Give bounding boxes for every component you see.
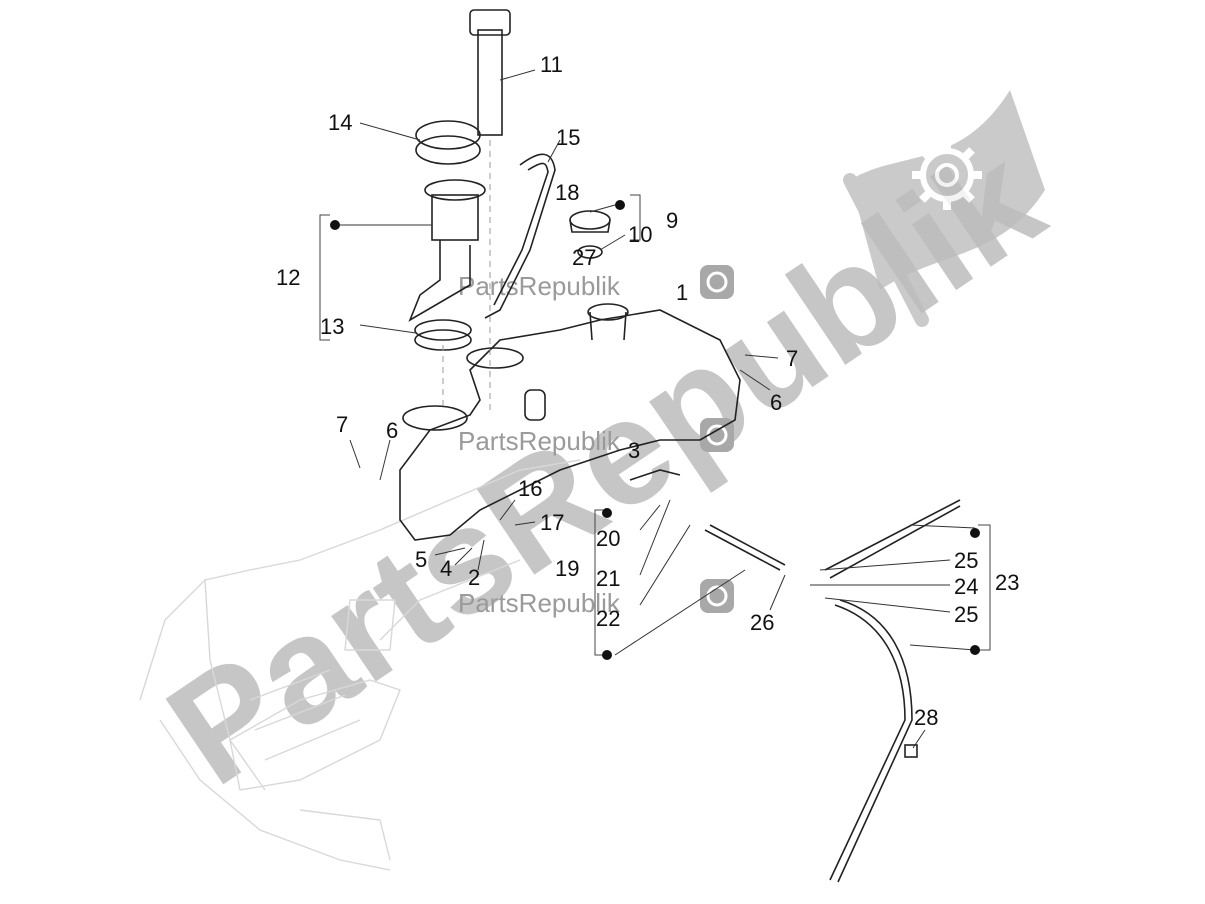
fuel-hose <box>484 153 556 319</box>
callout-15: 15 <box>556 125 580 150</box>
callout-25-top: 25 <box>954 548 978 573</box>
callout-4: 4 <box>440 556 452 581</box>
callout-19: 19 <box>555 556 579 581</box>
callout-23: 23 <box>995 570 1019 595</box>
gear-icon <box>843 90 1045 327</box>
group-brackets <box>319 194 991 656</box>
callout-13: 13 <box>320 314 344 339</box>
callout-16: 16 <box>518 476 542 501</box>
callout-3: 3 <box>628 438 640 463</box>
callout-14: 14 <box>328 110 352 135</box>
scooter-frame <box>139 459 581 871</box>
callout-5: 5 <box>415 547 427 572</box>
callout-2: 2 <box>468 565 480 590</box>
callout-22: 22 <box>596 606 620 631</box>
callout-6-right: 6 <box>770 390 782 415</box>
svg-text:PartsRepublik: PartsRepublik <box>458 426 621 456</box>
callout-28: 28 <box>914 705 938 730</box>
fuel-pump <box>408 179 486 322</box>
callout-26: 26 <box>750 610 774 635</box>
callout-9: 9 <box>666 208 678 233</box>
callout-25-bottom: 25 <box>954 602 978 627</box>
callout-7-left: 7 <box>336 412 348 437</box>
callout-21: 21 <box>596 566 620 591</box>
assembly-axes <box>442 140 491 410</box>
breather-pipes <box>629 469 961 883</box>
callout-labels: 11 14 15 18 9 10 27 12 13 7 6 1 7 6 3 16… <box>276 52 1019 730</box>
callout-6-left: 6 <box>386 418 398 443</box>
watermark-logo-1: PartsRepublik <box>458 265 734 301</box>
fuel-level-sender <box>469 9 511 136</box>
gear-icon <box>700 579 734 613</box>
gear-icon <box>700 265 734 299</box>
fuel-cap <box>569 210 611 259</box>
callout-11: 11 <box>540 52 563 77</box>
ring-nut <box>415 120 481 165</box>
svg-text:PartsRepublik: PartsRepublik <box>458 271 621 301</box>
kit-markers <box>330 200 980 660</box>
watermark-logo-3: PartsRepublik <box>458 579 734 618</box>
leader-lines <box>340 69 976 749</box>
svg-text:PartsRepublik: PartsRepublik <box>458 588 621 618</box>
fuel-tank <box>399 303 741 541</box>
callout-24: 24 <box>954 574 978 599</box>
callout-1: 1 <box>676 280 688 305</box>
callout-7-right: 7 <box>786 346 798 371</box>
callout-20: 20 <box>596 526 620 551</box>
callout-10: 10 <box>628 222 652 247</box>
watermark-logo-2: PartsRepublik <box>458 418 734 456</box>
callout-18: 18 <box>555 180 579 205</box>
callout-17: 17 <box>540 510 564 535</box>
callout-27: 27 <box>572 245 596 270</box>
callout-12: 12 <box>276 265 300 290</box>
